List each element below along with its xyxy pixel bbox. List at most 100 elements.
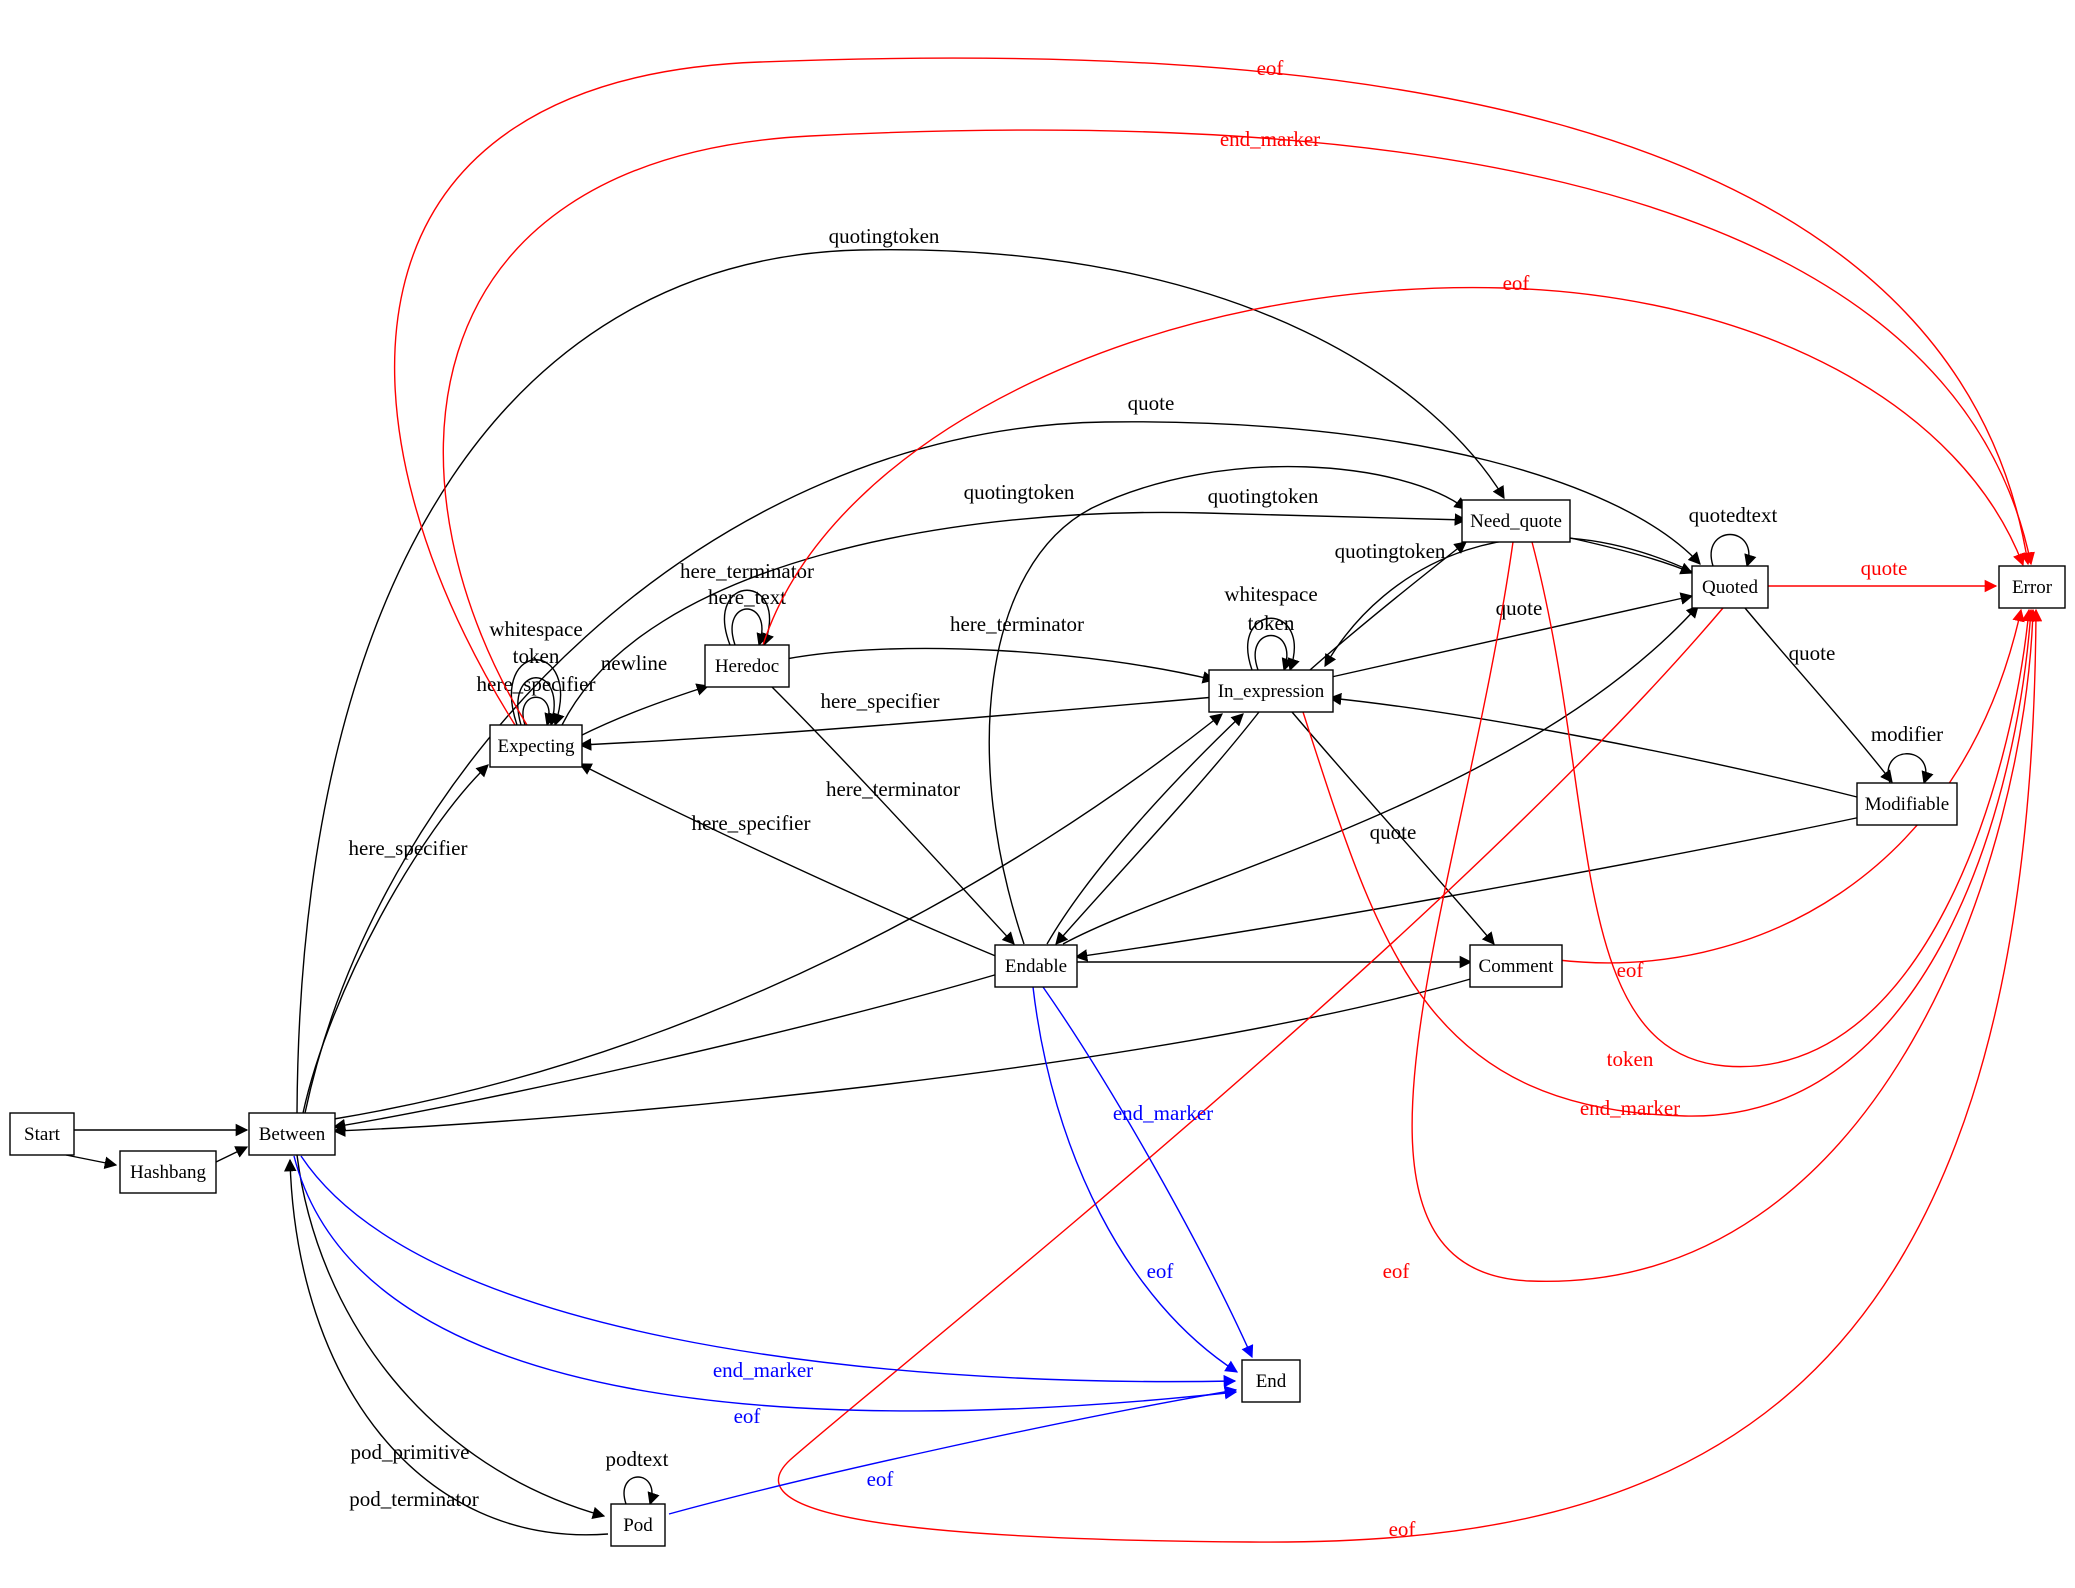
node-label-Expecting: Expecting — [497, 736, 575, 757]
node-box-Start — [9, 1112, 75, 1156]
edge-label-end_marker: end_marker — [1580, 1096, 1680, 1120]
edge-Heredoc-In_expression-here_terminator — [785, 647, 1216, 684]
edge-label-here_specifier: here_specifier — [821, 689, 940, 713]
edge-label-end_marker: end_marker — [1113, 1101, 1213, 1125]
node-Pod: Pod — [610, 1503, 666, 1547]
edge-Comment-Error-eof — [1557, 608, 2025, 964]
node-label-Quoted: Quoted — [1702, 577, 1758, 598]
edge-Quoted-Modifiable-quote — [1744, 607, 1893, 783]
edge-label-whitespace: whitespace — [489, 617, 582, 641]
node-box-Pod — [610, 1503, 666, 1547]
node-Hashbang: Hashbang — [119, 1150, 217, 1194]
node-box-Modifiable — [1856, 782, 1958, 826]
edge-Endable-Expecting-here_specifier — [578, 763, 999, 958]
edge-Comment-Between — [332, 977, 1475, 1137]
node-Heredoc: Heredoc — [704, 644, 790, 688]
node-label-Endable: Endable — [1005, 956, 1067, 977]
edge-Heredoc-Heredoc-here_text — [731, 608, 769, 647]
edge-Quoted-Error-eof — [777, 607, 2043, 1543]
edge-Modifiable-Endable — [1074, 816, 1862, 962]
node-label-Pod: Pod — [623, 1515, 653, 1536]
node-Error: Error — [1998, 565, 2066, 609]
node-label-Hashbang: Hashbang — [130, 1162, 206, 1183]
edge-Pod-Pod-podtext — [623, 1476, 660, 1506]
node-Start: Start — [9, 1112, 75, 1156]
edge-Endable-End-end_marker — [1042, 986, 1254, 1359]
edge-label-eof: eof — [1389, 1517, 1416, 1541]
node-Need_quote: Need_quote — [1461, 499, 1571, 543]
node-End: End — [1241, 1359, 1301, 1403]
edge-In_expression-Endable — [1055, 711, 1260, 945]
node-label-In_expression: In_expression — [1218, 681, 1325, 702]
edge-Expecting-Error-eof — [393, 57, 2033, 726]
node-Between: Between — [248, 1112, 336, 1156]
edge-Between-End-eof — [293, 1155, 1238, 1412]
node-box-Expecting — [489, 724, 583, 768]
edge-label-token: token — [1248, 611, 1295, 635]
edge-Expecting-Expecting-token — [517, 677, 561, 727]
node-box-Endable — [994, 944, 1078, 988]
edge-Modifiable-In_expression — [1328, 692, 1862, 799]
edge-label-quote: quote — [1370, 820, 1417, 844]
node-label-Need_quote: Need_quote — [1470, 511, 1562, 532]
node-label-Start: Start — [24, 1124, 61, 1145]
node-label-Comment: Comment — [1479, 956, 1555, 977]
edge-Need_quote-Error-token — [1531, 541, 2035, 1068]
edge-Between-Expecting-here_specifier — [302, 764, 489, 1114]
edge-label-token: token — [513, 644, 560, 668]
edge-Endable-In_expression — [1046, 713, 1244, 945]
edge-Expecting-Need_quote-quotingtoken — [561, 511, 1468, 726]
node-In_expression: In_expression — [1208, 669, 1334, 713]
edge-Pod-End-eof — [668, 1385, 1238, 1515]
edge-label-here_specifier: here_specifier — [692, 811, 811, 835]
edge-Expecting-Expecting-whitespace — [510, 659, 565, 727]
edge-label-quote: quote — [1861, 556, 1908, 580]
edge-Need_quote-Error-eof — [1411, 541, 2039, 1282]
edge-Between-Quoted-quote — [304, 421, 1701, 1114]
node-box-Error — [1998, 565, 2066, 609]
node-box-Quoted — [1691, 565, 1769, 609]
node-Expecting: Expecting — [489, 724, 583, 768]
edge-label-eof: eof — [1257, 56, 1284, 80]
edge-Expecting-Heredoc-newline — [577, 683, 710, 738]
edge-label-quotedtext: quotedtext — [1689, 503, 1778, 527]
edge-Endable-Between — [332, 973, 999, 1132]
node-label-Modifiable: Modifiable — [1865, 794, 1949, 815]
node-box-Need_quote — [1461, 499, 1571, 543]
edge-In_expression-In_expression-token — [1254, 635, 1294, 672]
edge-label-here_specifier: here_specifier — [349, 836, 468, 860]
edge-label-end_marker: end_marker — [1220, 127, 1320, 151]
node-Modifiable: Modifiable — [1856, 782, 1958, 826]
edge-Heredoc-Heredoc-here_terminator — [723, 589, 774, 647]
edge-label-quotingtoken: quotingtoken — [1335, 539, 1446, 563]
edge-label-quotingtoken: quotingtoken — [964, 480, 1075, 504]
node-box-Hashbang — [119, 1150, 217, 1194]
edge-In_expression-Expecting-here_specifier — [578, 696, 1216, 751]
edge-In_expression-In_expression-whitespace — [1247, 617, 1300, 672]
edge-label-podtext: podtext — [606, 1447, 669, 1471]
edge-label-eof: eof — [734, 1404, 761, 1428]
edge-label-pod_primitive: pod_primitive — [351, 1440, 470, 1464]
node-label-End: End — [1256, 1371, 1287, 1392]
edge-Heredoc-Endable-here_terminator — [771, 686, 1015, 945]
edge-label-quotingtoken: quotingtoken — [1208, 484, 1319, 508]
edge-label-pod_terminator: pod_terminator — [349, 1487, 478, 1511]
edge-Quoted-Quoted-quotedtext — [1710, 533, 1757, 568]
edge-In_expression-Error-end_marker — [1302, 608, 2037, 1117]
edge-Need_quote-Quoted — [1565, 536, 1694, 575]
edge-label-modifier: modifier — [1871, 722, 1943, 746]
edge-label-here_specifier: here_specifier — [477, 672, 596, 696]
edge-Quoted-In_expression — [1324, 536, 1694, 668]
edge-Modifiable-Modifiable-modifier — [1887, 753, 1934, 785]
edge-Between-Pod-pod_primitive — [296, 1154, 606, 1520]
edge-label-eof: eof — [867, 1467, 894, 1491]
node-box-End — [1241, 1359, 1301, 1403]
node-Comment: Comment — [1469, 944, 1563, 988]
node-box-Heredoc — [704, 644, 790, 688]
edge-Pod-Between-pod_terminator — [284, 1158, 609, 1536]
edge-Hashbang-Between — [215, 1146, 249, 1163]
node-box-Comment — [1469, 944, 1563, 988]
edge-label-quote: quote — [1128, 391, 1175, 415]
